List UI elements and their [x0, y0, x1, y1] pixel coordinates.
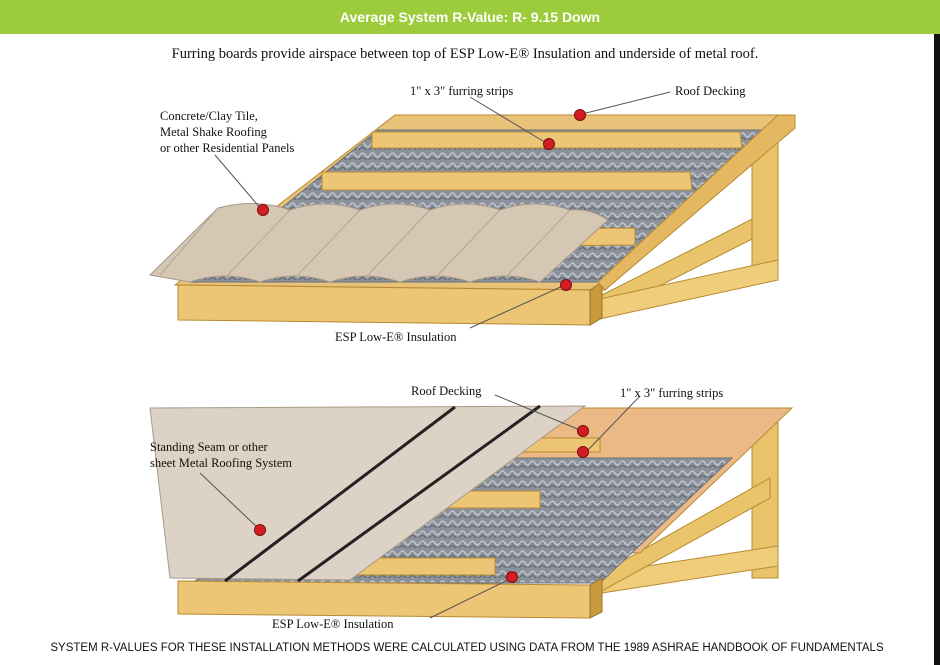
frame-edge: [934, 34, 940, 665]
fascia-end: [589, 281, 603, 326]
rafter-end: [597, 114, 796, 291]
marker-dot: [577, 425, 589, 437]
fascia-end: [589, 577, 603, 619]
label-tile-line3: or other Residential Panels: [160, 141, 294, 155]
marker-dot: [257, 204, 269, 216]
label-seam-line1: Standing Seam or other: [150, 440, 269, 454]
label-tile-line2: Metal Shake Roofing: [160, 125, 268, 139]
bottom-diagram: Roof Decking 1" x 3" furring strips Stan…: [149, 384, 794, 631]
marker-dot: [543, 138, 555, 150]
label-tile-line1: Concrete/Clay Tile,: [160, 109, 258, 123]
label-roof-decking: Roof Decking: [411, 384, 482, 398]
roof-tiles: [148, 202, 609, 283]
furring-strip: [371, 131, 743, 149]
marker-dot: [254, 524, 266, 536]
standing-seam: [224, 405, 456, 583]
label-furring-strips: 1" x 3" furring strips: [410, 84, 513, 98]
label-furring-strips: 1" x 3" furring strips: [620, 386, 723, 400]
furring-strip: [321, 171, 693, 191]
label-insulation: ESP Low-E® Insulation: [335, 330, 457, 344]
marker-dot: [506, 571, 518, 583]
marker-dot: [577, 446, 589, 458]
marker-dot: [560, 279, 572, 291]
intro-text: Furring boards provide airspace between …: [171, 46, 759, 62]
metal-roof-sheet: [149, 405, 587, 581]
header-bar: Average System R-Value: R- 9.15 Down: [0, 0, 940, 34]
header-title: Average System R-Value: R- 9.15 Down: [339, 9, 601, 25]
standing-seam: [297, 404, 541, 583]
label-insulation: ESP Low-E® Insulation: [272, 617, 394, 631]
footer-note: SYSTEM R-VALUES FOR THESE INSTALLATION M…: [50, 642, 884, 654]
fascia-board: [177, 580, 591, 619]
label-seam-line2: sheet Metal Roofing System: [150, 456, 292, 470]
top-diagram: 1" x 3" furring strips Roof Decking Conc…: [148, 84, 796, 344]
fascia-board: [177, 284, 591, 326]
label-roof-decking: Roof Decking: [675, 84, 746, 98]
marker-dot: [574, 109, 586, 121]
